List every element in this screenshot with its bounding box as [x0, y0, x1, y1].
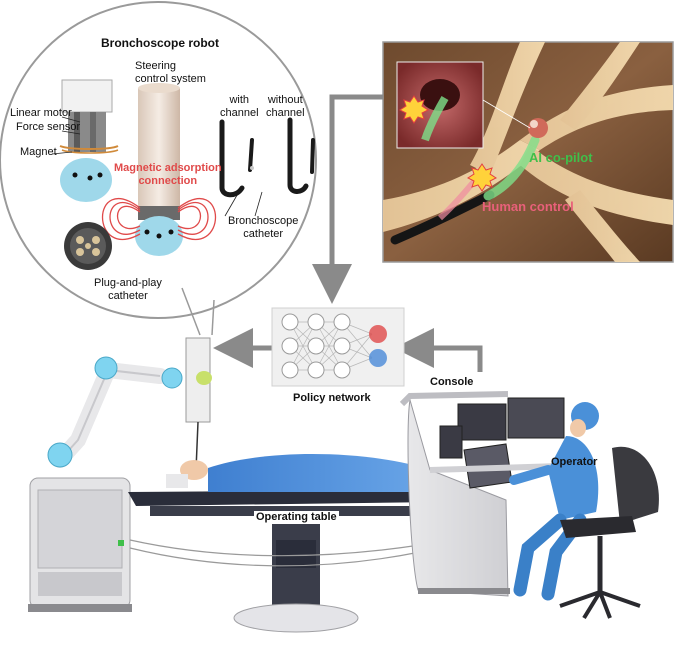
console-station	[399, 391, 565, 597]
policy-network-label: Policy network	[293, 392, 371, 404]
office-chair	[559, 446, 659, 620]
bronchoscope-catheter-label: Bronchoscope catheter	[228, 215, 299, 240]
robot-arm	[47, 337, 212, 471]
operator-label: Operator	[551, 456, 598, 468]
plug-and-play-label: Plug-and-play catheter	[94, 277, 162, 302]
flow-arrows	[213, 94, 483, 372]
bronchoscope-catheters	[219, 117, 315, 198]
ai-copilot-label: AI co-pilot	[529, 150, 593, 165]
neural-network-glyph	[281, 313, 387, 379]
operating-table-label: Operating table	[254, 511, 339, 524]
linear-motor-label: Linear motor	[10, 107, 72, 119]
patient	[166, 454, 432, 492]
human-control-label: Human control	[482, 199, 574, 214]
robot-cart	[28, 477, 132, 612]
magnetic-adsorption-label: Magnetic adsorption connection	[114, 162, 222, 187]
zoom-inset	[396, 61, 484, 149]
magnet-label: Magnet	[20, 146, 57, 158]
zoom-line-left	[181, 287, 201, 336]
force-sensor-label: Force sensor	[16, 121, 81, 133]
robot-detail-circle	[0, 1, 317, 319]
operating-table	[128, 490, 440, 633]
without-channel-label: without channel	[266, 94, 305, 119]
motor-housing	[59, 79, 119, 202]
airway-panel	[382, 41, 674, 263]
zoom-line-right	[211, 299, 215, 336]
steering-column	[102, 83, 216, 256]
plug-catheter-image	[64, 222, 112, 270]
console-label: Console	[430, 376, 474, 388]
with-channel-label: with channel	[220, 94, 259, 119]
steering-label: Steering control system	[135, 60, 206, 85]
cables	[129, 539, 421, 567]
robot-title: Bronchoscope robot	[101, 36, 220, 50]
